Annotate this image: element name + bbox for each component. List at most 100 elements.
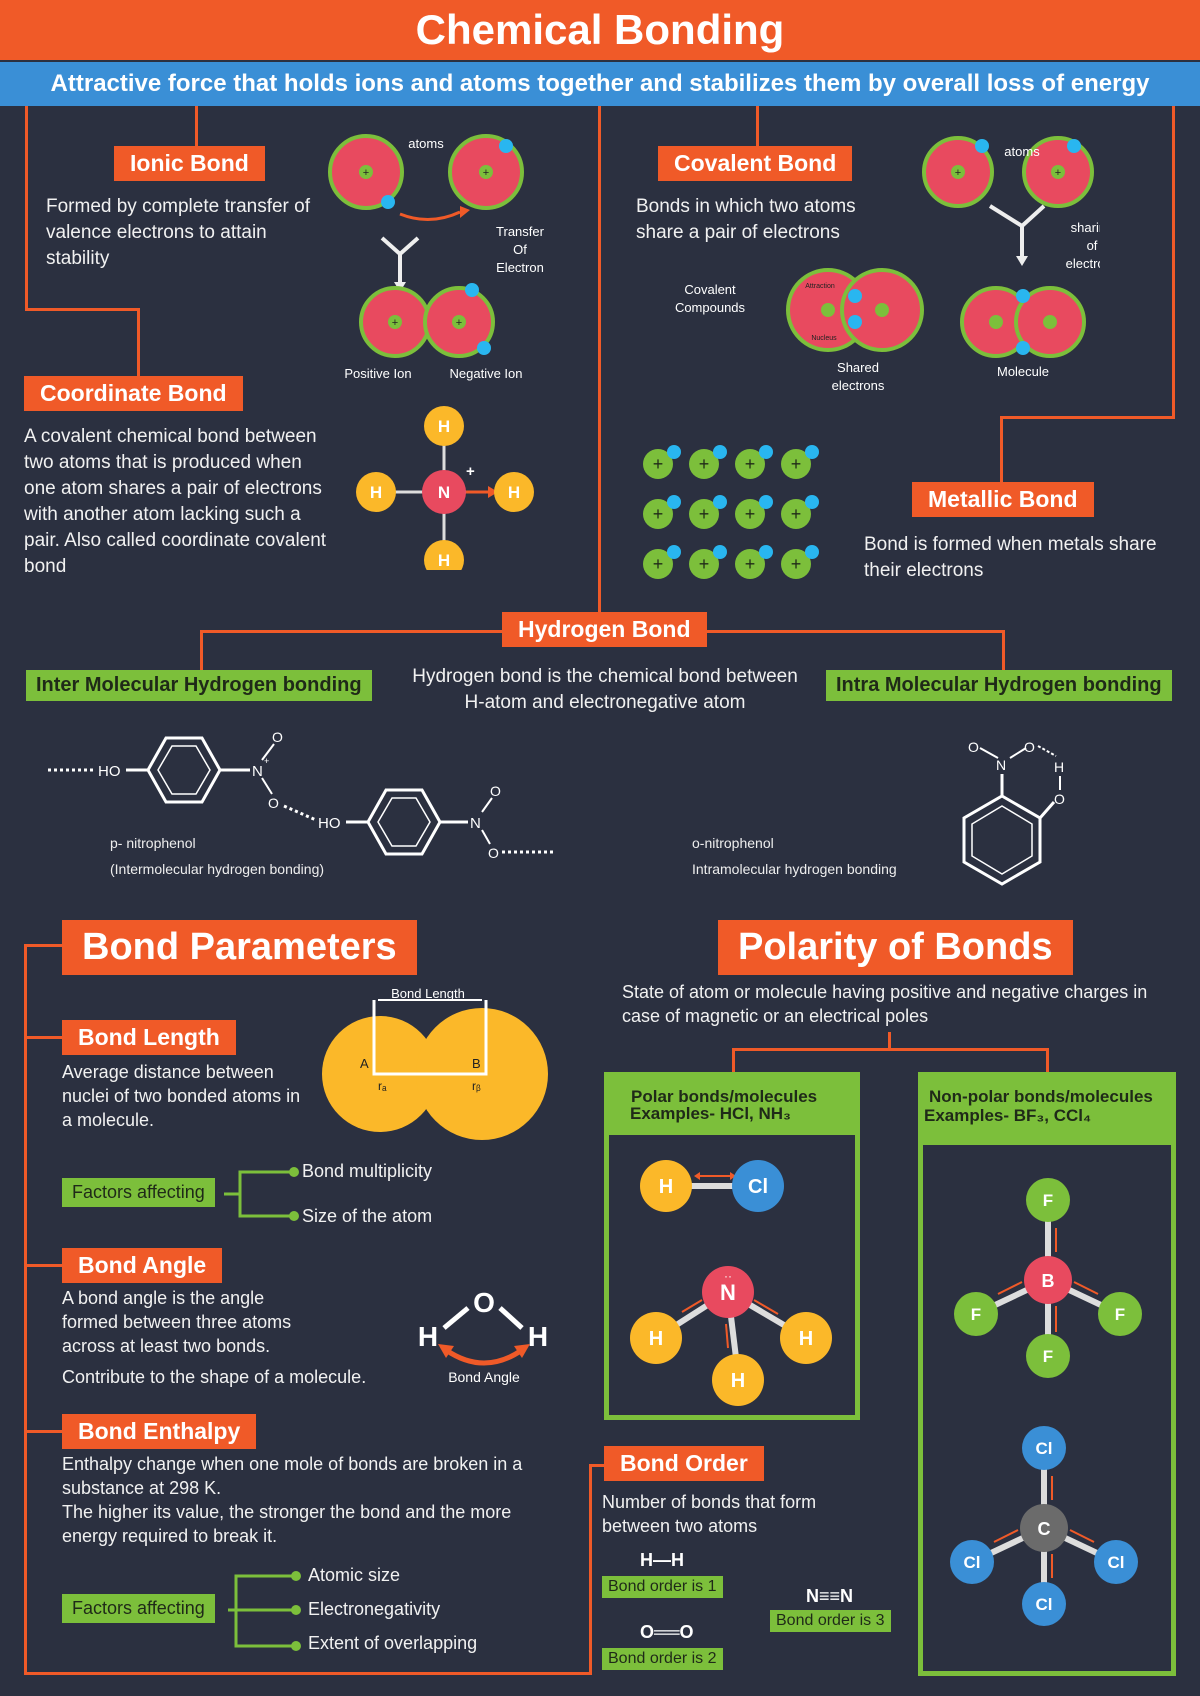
bond-enthalpy-factors-label: Factors affecting [62, 1594, 215, 1623]
svg-text:F: F [1043, 1347, 1053, 1366]
molecule [960, 286, 1086, 358]
factor-item: Extent of overlapping [308, 1633, 478, 1653]
bond-order-formula: O══O [640, 1622, 694, 1642]
atoms-label: atoms [408, 136, 444, 151]
coordinate-bond-text: A covalent chemical bond between two ato… [24, 426, 327, 577]
free-electron [667, 545, 681, 559]
metal-ion [735, 449, 765, 479]
svg-text:H: H [508, 483, 520, 502]
polar-examples: Examples- HCl, NH₃ [630, 1104, 791, 1123]
factors-connector [224, 1167, 299, 1221]
ion-charge: + [745, 504, 756, 524]
svg-text:··: ·· [724, 1269, 732, 1283]
metal-ion [735, 499, 765, 529]
bond-angle-text: A bond angle is the angle formed between… [62, 1288, 292, 1356]
polarity-text: State of atom or molecule having positiv… [622, 982, 1148, 1026]
connector-line [732, 1048, 735, 1072]
svg-text:+: + [264, 756, 269, 766]
svg-text:+: + [466, 463, 475, 480]
ammonium-diagram: H H H H N + [356, 406, 534, 570]
bond-enthalpy-text: Enthalpy change when one mole of bonds a… [62, 1454, 523, 1498]
free-electron [759, 495, 773, 509]
svg-text:O: O [488, 845, 499, 860]
svg-text:N: N [470, 815, 481, 832]
atom-left: + [328, 134, 404, 210]
free-electron [713, 495, 727, 509]
nonpolar-examples: Examples- BF₃, CCl₄ [924, 1106, 1092, 1125]
factor-item: Electronegativity [308, 1599, 441, 1619]
svg-text:H: H [799, 1328, 813, 1350]
bond-angle-heading: Bond Angle [62, 1248, 223, 1283]
connector-line [589, 1464, 609, 1467]
svg-text:C: C [1038, 1519, 1051, 1539]
ion-charge: + [653, 504, 664, 524]
electron [499, 139, 513, 153]
connector-line [1172, 106, 1175, 418]
svg-text:O: O [490, 783, 501, 799]
connector-line [24, 944, 27, 1674]
hydrogen-bond-text: Hydrogen bond is the chemical bond betwe… [412, 666, 798, 713]
connector-line [24, 1264, 64, 1267]
metal-ion [643, 449, 673, 479]
svg-text:H: H [438, 417, 450, 436]
connector-line [137, 308, 140, 376]
free-electron [759, 545, 773, 559]
bond-order-heading: Bond Order [604, 1446, 764, 1481]
connector-line [1000, 416, 1175, 419]
shared-atoms [786, 268, 924, 352]
connector-line [598, 106, 601, 628]
ion-charge: + [791, 454, 802, 474]
o-nitrophenol-name: o-nitrophenol [692, 835, 774, 851]
metal-ion [735, 549, 765, 579]
connector-line [732, 1048, 1048, 1051]
metal-ion [689, 449, 719, 479]
svg-text:H: H [418, 1321, 438, 1352]
svg-text:H: H [438, 551, 450, 570]
bond-length-factors-label: Factors affecting [62, 1178, 215, 1207]
bond-order-text: Number of bonds that form between two at… [602, 1492, 817, 1536]
svg-text:H: H [731, 1370, 745, 1392]
svg-text:H: H [528, 1321, 548, 1352]
p-nitrophenol-caption: (Intermolecular hydrogen bonding) [110, 861, 325, 877]
svg-text:O: O [272, 729, 283, 745]
covalent-bond-heading: Covalent Bond [658, 146, 853, 181]
connector-line [589, 1464, 592, 1675]
intra-molecular-label: Intra Molecular Hydrogen bonding [826, 670, 1172, 701]
electron [381, 195, 395, 209]
svg-text:F: F [1043, 1191, 1053, 1210]
svg-text:A: A [360, 1056, 369, 1071]
factor-item: Bond multiplicity [302, 1161, 433, 1181]
connector-line [1000, 416, 1003, 482]
free-electron [667, 495, 681, 509]
svg-text:N: N [996, 757, 1006, 773]
svg-text:H: H [370, 483, 382, 502]
svg-text:O: O [1024, 739, 1035, 755]
svg-text:N: N [720, 1280, 736, 1305]
ion-charge: + [699, 454, 710, 474]
ion-charge: + [699, 554, 710, 574]
coordinate-bond-heading: Coordinate Bond [24, 376, 243, 411]
metallic-bond-heading: Metallic Bond [912, 482, 1094, 517]
p-nitrophenol-name: p- nitrophenol [110, 835, 196, 851]
free-electron [713, 445, 727, 459]
nonpolar-title: Non-polar bonds/molecules [929, 1087, 1153, 1106]
atoms-label: atoms [1004, 144, 1040, 159]
svg-text:N: N [438, 483, 450, 502]
metal-ion [781, 449, 811, 479]
metal-ion [781, 549, 811, 579]
metallic-lattice-diagram: ++++++++++++ [643, 445, 819, 579]
svg-text:HO: HO [318, 815, 341, 832]
svg-text:rᵦ: rᵦ [472, 1079, 481, 1093]
ion-charge: + [653, 554, 664, 574]
bond-order-formula: H—H [640, 1550, 684, 1570]
bond-length-label: Bond Length [391, 986, 465, 1001]
bond-enthalpy-text2: The higher its value, the stronger the b… [62, 1502, 512, 1546]
connector-line [756, 106, 759, 146]
svg-text:H: H [1054, 759, 1064, 775]
svg-text:+: + [1055, 167, 1061, 179]
free-electron [805, 495, 819, 509]
svg-text:+: + [392, 317, 398, 329]
nonpolar-molecules-diagram: F F F F B Cl Cl Cl Cl C [950, 1178, 1142, 1626]
